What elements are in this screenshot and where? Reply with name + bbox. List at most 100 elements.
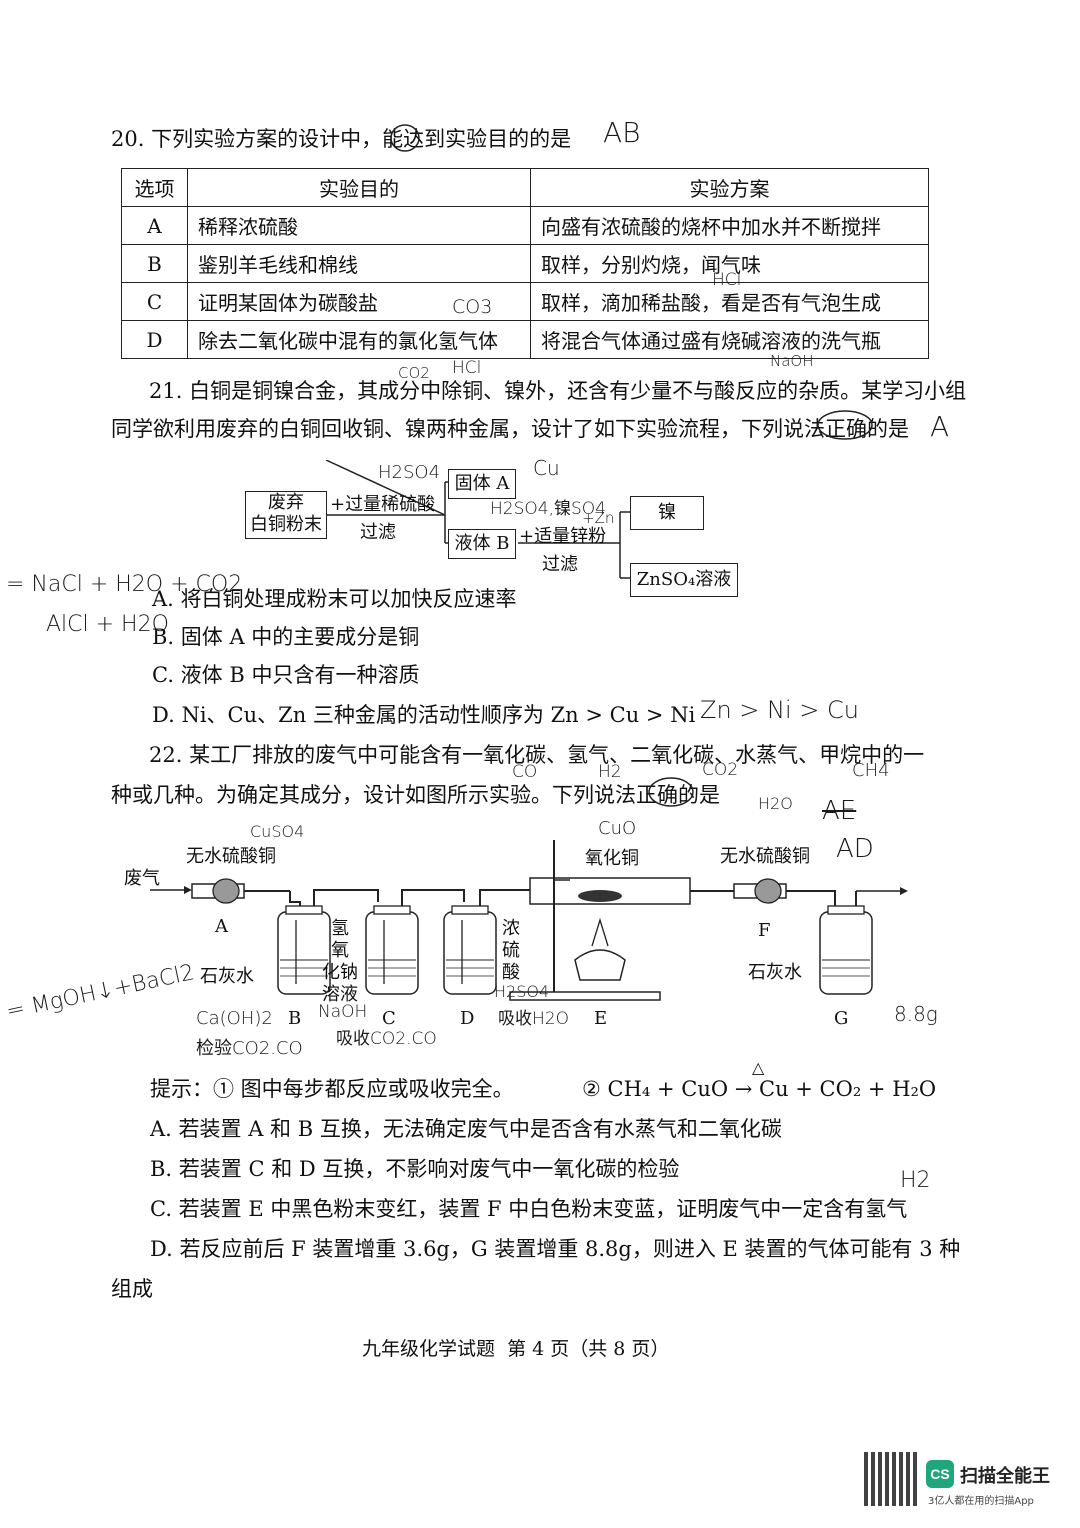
flow-liquid-b: 液体 B (448, 529, 516, 559)
naoh-line: 氧 (331, 940, 349, 961)
hand-note: H2SO4 (494, 982, 550, 1001)
hand-note: 8.8g (894, 1002, 938, 1026)
hand-answer: AE (822, 796, 857, 826)
q22-stem-line1: 22. 某工厂排放的废气中可能含有一氧化碳、氢气、二氧化碳、水蒸气、甲烷中的一 (149, 743, 925, 767)
flow-start-box: 废弃 白铜粉末 (245, 491, 327, 539)
table-row: A 稀释浓硫酸 向盛有浓硫酸的烧杯中加水并不断搅拌 (121, 206, 929, 245)
table-cell: 向盛有浓硫酸的烧杯中加水并不断搅拌 (530, 206, 929, 245)
circle-mark (817, 410, 873, 440)
table-cell: B (121, 244, 188, 283)
q21-option-b: B. 固体 A 中的主要成分是铜 (152, 625, 420, 649)
hand-note: AlCl + H2O (46, 612, 169, 637)
hand-note: CO2 (702, 760, 739, 780)
table-header: 实验目的 (187, 168, 531, 207)
apparatus-label-c: C (382, 1008, 396, 1029)
q21-flow-lines (325, 460, 630, 579)
hand-answer: AD (836, 834, 874, 864)
q20-hand-answer: AB (603, 116, 641, 149)
table-cell: 鉴别羊毛线和棉线 (187, 244, 531, 283)
watermark-brand: 扫描全能王 (960, 1466, 1050, 1487)
table-cell: 稀释浓硫酸 (187, 206, 531, 245)
flow-filter1: 过滤 (360, 522, 396, 543)
hand-note: +Zn (582, 509, 615, 527)
flow-start-line1: 废弃 (268, 492, 304, 513)
hand-note: Ca(OH)2 (196, 1008, 273, 1029)
hand-note: CO3 (452, 296, 493, 318)
flow-znso4: ZnSO₄溶液 (630, 563, 738, 597)
table-cell: 取样，滴加稀盐酸，看是否有气泡生成 (530, 282, 929, 321)
hand-note: H2SO4 (378, 462, 441, 483)
page-footer: 九年级化学试题 第 4 页（共 8 页） (362, 1338, 670, 1360)
table-cell: C (121, 282, 188, 321)
hand-note: Cu (533, 456, 560, 480)
hand-note: = NaCl + H2O + CO2 (6, 572, 243, 597)
hand-note: H2 (598, 762, 622, 782)
equation-condition: △ (752, 1058, 765, 1077)
hand-note: H2O (758, 794, 793, 813)
hand-note: CuO (598, 818, 637, 839)
hand-note: Zn > Ni > Cu (700, 696, 859, 724)
apparatus-anhydrous2: 无水硫酸铜 (720, 846, 810, 867)
q22-option-a: A. 若装置 A 和 B 互换，无法确定废气中是否含有水蒸气和二氧化碳 (150, 1117, 782, 1141)
flow-solid-a: 固体 A (448, 469, 516, 499)
naoh-line: 化钠 (322, 962, 358, 983)
hand-note: CH4 (852, 760, 890, 781)
q20-stem: 20. 下列实验方案的设计中，能达到实验目的的是 (111, 127, 572, 151)
naoh-line: 溶液 (322, 984, 358, 1005)
cs-logo-icon: CS (926, 1460, 954, 1488)
table-cell: 取样，分别灼烧，闻气味 (530, 244, 929, 283)
apparatus-gas: 废气 (124, 868, 160, 889)
table-row: B 鉴别羊毛线和棉线 取样，分别灼烧，闻气味 (121, 244, 929, 283)
hand-note: H2SO4,镍SO4 (490, 499, 606, 519)
q21-option-c: C. 液体 B 中只含有一种溶质 (152, 663, 420, 687)
apparatus-cuo: 氧化铜 (585, 848, 639, 869)
circle-mark (648, 777, 694, 807)
table-header: 实验方案 (530, 168, 929, 207)
hand-note: 吸收H2O (498, 1009, 569, 1029)
hand-note: HCl (712, 270, 742, 290)
apparatus-naoh: 氢 氧 化钠 溶液 (322, 918, 358, 1006)
flow-step1: +过量稀硫酸 (330, 494, 436, 515)
qr-code-icon (864, 1452, 918, 1506)
q21-hand-answer: A (930, 410, 950, 443)
hand-note: H2 (900, 1168, 931, 1193)
hand-note: HCl (452, 358, 482, 378)
flow-start-line2: 白铜粉末 (250, 514, 322, 535)
acid-line: 酸 (502, 962, 520, 983)
flow-filter2: 过滤 (542, 554, 578, 575)
q21-option-d: D. Ni、Cu、Zn 三种金属的活动性顺序为 Zn > Cu > Ni (152, 703, 696, 727)
table-header: 选项 (121, 168, 188, 207)
hand-note: NaOH (318, 1002, 368, 1022)
q22-apparatus (150, 840, 908, 1001)
circle-mark (390, 124, 420, 152)
q22-equation: ② CH₄ + CuO → Cu + CO₂ + H₂O (582, 1077, 937, 1101)
apparatus-label-a: A (215, 916, 228, 937)
hand-note: NaOH (770, 352, 814, 370)
q22-hint: 提示：① 图中每步都反应或吸收完全。 (150, 1077, 514, 1101)
table-cell: 证明某固体为碳酸盐 (187, 282, 531, 321)
q21-stem-line1: 21. 白铜是铜镍合金，其成分中除铜、镍外，还含有少量不与酸反应的杂质。某学习小… (149, 379, 967, 403)
q20-table: 选项 实验目的 实验方案 A 稀释浓硫酸 向盛有浓硫酸的烧杯中加水并不断搅拌 B… (121, 168, 929, 359)
q22-option-b: B. 若装置 C 和 D 互换，不影响对废气中一氧化碳的检验 (150, 1157, 680, 1181)
apparatus-limewater2: 石灰水 (748, 962, 802, 983)
q22-option-d: D. 若反应前后 F 装置增重 3.6g，G 装置增重 8.8g，则进入 E 装… (150, 1237, 961, 1261)
hand-note: 检验CO2.CO (196, 1038, 303, 1059)
acid-line: 浓 (502, 918, 520, 939)
apparatus-label-d: D (460, 1008, 475, 1029)
apparatus-conc-acid: 浓 硫 酸 (502, 918, 520, 984)
watermark-tagline: 3亿人都在用的扫描App (928, 1496, 1034, 1507)
table-cell: 除去二氧化碳中混有的氯化氢气体 (187, 320, 531, 359)
flow-step2: +适量锌粉 (519, 526, 607, 547)
hand-note: CO2 (398, 364, 430, 382)
acid-line: 硫 (502, 940, 520, 961)
q22-stem-line2: 种或几种。为确定其成分，设计如图所示实验。下列说法正确的是 (111, 783, 720, 807)
q22-option-d-tail: 组成 (111, 1277, 153, 1301)
table-cell: A (121, 206, 188, 245)
apparatus-anhydrous1: 无水硫酸铜 (186, 846, 276, 867)
q22-option-c: C. 若装置 E 中黑色粉末变红，装置 F 中白色粉末变蓝，证明废气中一定含有氢… (150, 1197, 908, 1221)
apparatus-label-e: E (594, 1008, 608, 1029)
hand-note: CuSO4 (250, 822, 305, 841)
naoh-line: 氢 (331, 918, 349, 939)
apparatus-limewater1: 石灰水 (200, 966, 254, 987)
hand-note: CO (512, 762, 538, 782)
